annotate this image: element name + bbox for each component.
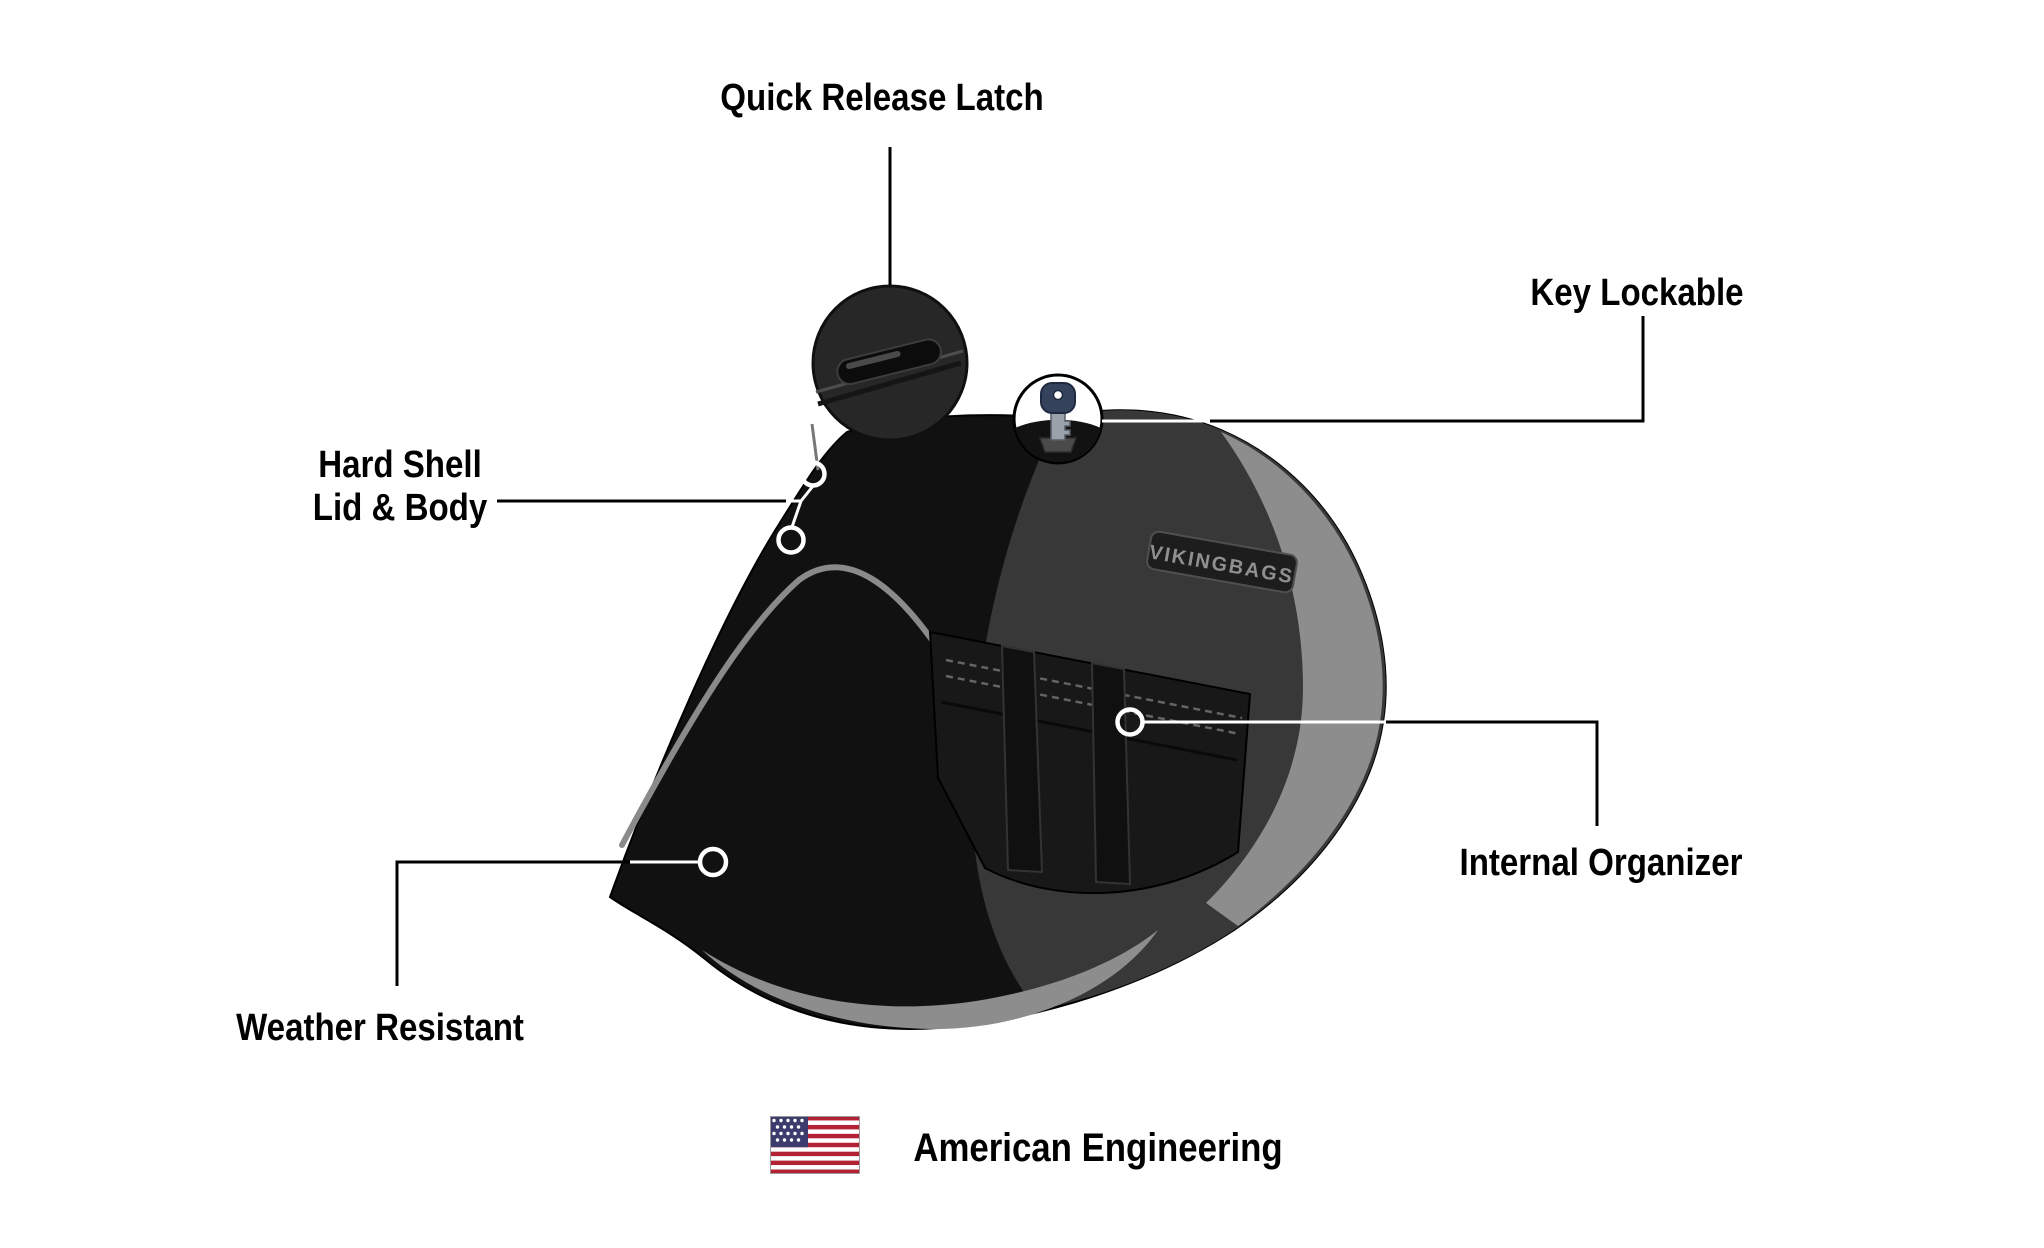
brand-plate: VIKINGBAGS [1146, 530, 1298, 594]
bag-highlight-bottom [702, 930, 1158, 1030]
callout-line-hard-shell-light [786, 485, 815, 528]
callout-line-internal-organizer-dark [1386, 720, 1599, 826]
latch-inset [811, 284, 969, 442]
callout-label-hard-shell-line1: Hard Shell [318, 444, 482, 486]
callout-label-quick-release-latch: Quick Release Latch [720, 77, 1044, 119]
lid-piping-seam [619, 564, 935, 848]
callout-line-weather-dark [395, 860, 630, 986]
organizer-strap-right [1090, 661, 1132, 886]
latch-lever-icon [836, 338, 942, 386]
callout-line-key-lockable-dark [1210, 316, 1645, 423]
key-inset [1012, 373, 1104, 465]
callout-label-internal-organizer: Internal Organizer [1459, 842, 1743, 884]
callout-label-key-lockable: Key Lockable [1530, 272, 1744, 314]
marker-internal-organizer [1115, 707, 1145, 737]
marker-hard-shell-body [776, 525, 806, 555]
callout-label-weather-resistant: Weather Resistant [236, 1007, 524, 1049]
footer-label-american-engineering: American Engineering [913, 1126, 1283, 1170]
callout-label-hard-shell-line2: Lid & Body [312, 486, 488, 529]
us-flag-icon [770, 1116, 860, 1174]
organizer-flap-fold [940, 700, 1238, 762]
key-icon [1038, 382, 1078, 453]
bag-highlight-right [1206, 432, 1383, 926]
organizer-strap-left [1000, 644, 1044, 874]
latch-inset-groove [817, 360, 962, 407]
marker-hard-shell-lid [799, 460, 827, 488]
callout-label-hard-shell: Hard Shell Lid & Body [313, 444, 487, 529]
